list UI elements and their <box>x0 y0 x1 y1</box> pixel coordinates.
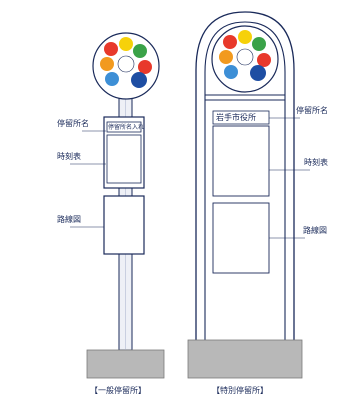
right-sign-dot-6 <box>224 65 238 79</box>
right-label-stop-name: 停留所名 <box>296 106 328 115</box>
left-sign-dot-7 <box>131 72 147 88</box>
left-timetable-box <box>106 134 142 184</box>
right-sign-dot-1 <box>223 35 237 49</box>
left-sign-dot-3 <box>133 44 147 58</box>
right-label-route-map: 路線図 <box>303 226 327 235</box>
right-caption: 【特別停留所】 <box>212 386 268 395</box>
right-sign-disc <box>211 25 279 93</box>
right-name-strip-text: 岩手市役所 <box>216 113 256 122</box>
left-sign-center <box>117 55 135 73</box>
left-label-route-map: 路線図 <box>57 215 81 224</box>
right-base <box>187 339 303 379</box>
right-sign-dot-4 <box>219 50 233 64</box>
left-name-strip <box>106 121 142 133</box>
left-sign-dot-4 <box>100 57 114 71</box>
left-sign-dot-2 <box>119 37 133 51</box>
left-sign-dot-1 <box>104 42 118 56</box>
left-sign-disc <box>92 32 160 100</box>
right-arch-outer <box>195 11 295 340</box>
right-timetable-box <box>212 125 270 197</box>
right-route-panel <box>212 202 270 274</box>
left-caption: 【一般停留所】 <box>90 386 146 395</box>
left-route-panel <box>103 195 145 255</box>
right-name-strip <box>212 110 270 125</box>
right-sign-dot-2 <box>238 30 252 44</box>
left-label-stop-name: 停留所名 <box>57 119 89 128</box>
left-sign-dot-5 <box>138 60 152 74</box>
left-label-timetable: 時刻表 <box>57 152 81 161</box>
left-name-strip-text: 停留所名入れ <box>108 124 145 131</box>
right-label-timetable: 時刻表 <box>304 158 328 167</box>
right-sign-center <box>236 48 254 66</box>
right-arch-inner <box>204 21 286 340</box>
left-sign-dot-6 <box>105 72 119 86</box>
left-base <box>86 349 165 379</box>
right-sign-dot-3 <box>252 37 266 51</box>
right-sign-dot-7 <box>250 65 266 81</box>
right-sign-dot-5 <box>257 53 271 67</box>
